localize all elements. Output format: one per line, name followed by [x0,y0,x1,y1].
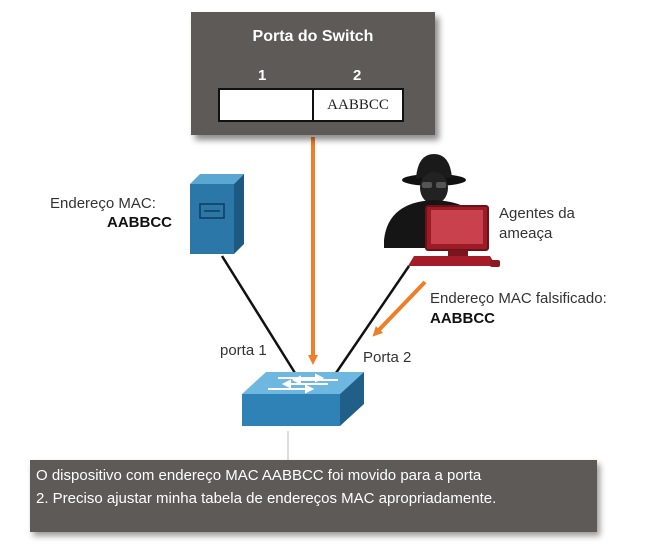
threat-label-line1: Agentes da [499,205,575,222]
port-1-cell [220,90,314,120]
arrow-spoof-to-port2 [372,280,427,337]
port-2-label: Porta 2 [363,349,412,366]
column-header-1: 1 [258,67,267,84]
server-mac-value: AABBCC [107,214,172,231]
callout-line-2: 2. Preciso ajustar minha tabela de ender… [36,490,497,507]
server-icon [190,174,244,254]
port-1-label: porta 1 [220,342,267,359]
server-mac-label: Endereço MAC: [50,195,156,212]
spoofed-mac-value: AABBCC [430,310,495,327]
callout-message: O dispositivo com endereço MAC AABBCC fo… [30,460,597,532]
spoofed-mac-label: Endereço MAC falsificado: [430,290,607,307]
column-header-2: 2 [353,67,362,84]
cable-port1 [220,255,297,374]
switch-port-table: Porta do Switch 1 2 AABBCC [191,12,435,135]
threat-actor-icon [384,154,500,267]
port-2-cell: AABBCC [327,97,389,113]
cable-port2 [334,265,411,374]
threat-label-line2: ameaça [499,225,553,242]
mac-table-row: AABBCC [218,88,404,122]
table-title: Porta do Switch [252,28,374,45]
switch-icon [242,372,364,426]
callout-line-1: O dispositivo com endereço MAC AABBCC fo… [36,467,482,484]
